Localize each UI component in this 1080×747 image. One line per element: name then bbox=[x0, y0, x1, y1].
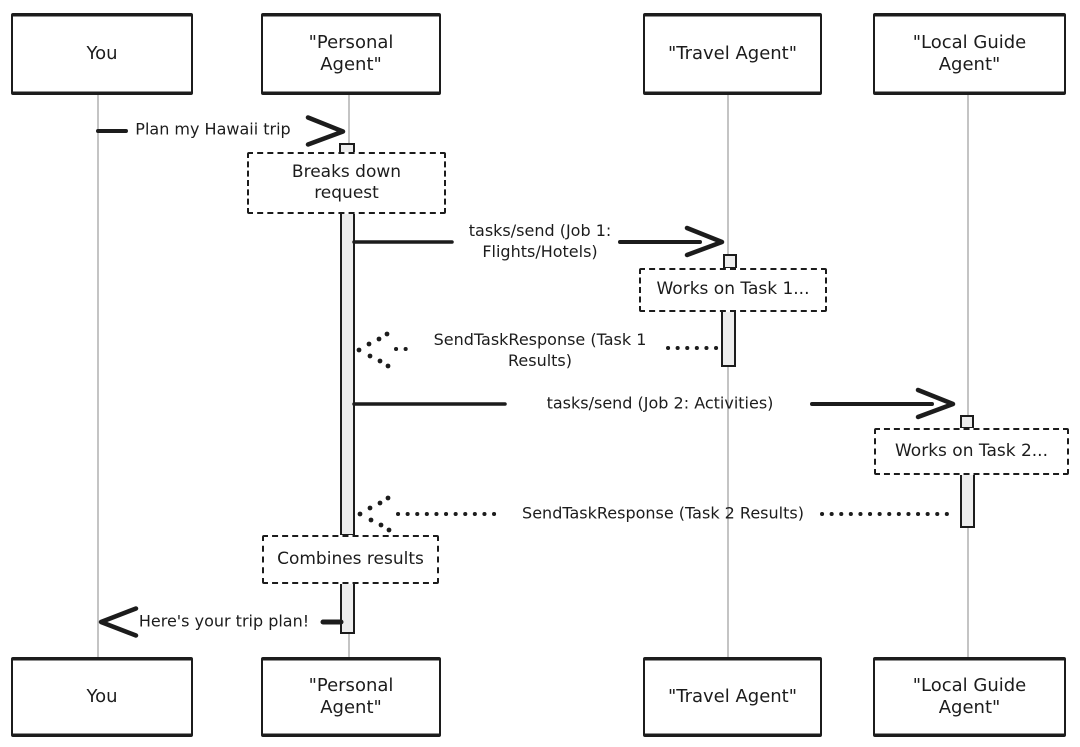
participant-travel-agent-top: "Travel Agent" bbox=[643, 13, 822, 95]
participant-label: "Personal Agent" bbox=[308, 674, 394, 719]
participant-local-guide-agent-top: "Local Guide Agent" bbox=[873, 13, 1066, 95]
participant-travel-agent-bottom: "Travel Agent" bbox=[643, 657, 822, 737]
activation-personal-final bbox=[340, 580, 355, 634]
participant-local-guide-agent-bottom: "Local Guide Agent" bbox=[873, 657, 1066, 737]
note-label: Works on Task 2... bbox=[894, 440, 1048, 461]
message-label-plan-trip: Plan my Hawaii trip bbox=[135, 119, 291, 139]
participant-label: "Travel Agent" bbox=[667, 685, 798, 707]
activation-travel-notch bbox=[723, 254, 737, 269]
participant-label: You bbox=[86, 685, 118, 707]
note-works-on-task-1: Works on Task 1... bbox=[639, 268, 827, 312]
participant-personal-agent-bottom: "Personal Agent" bbox=[261, 657, 441, 737]
message-label-tasks-send-job2: tasks/send (Job 2: Activities) bbox=[546, 393, 774, 413]
activation-local-notch bbox=[960, 415, 974, 429]
note-breaks-down-request: Breaks down request bbox=[247, 152, 446, 214]
arrow-sendtaskresponse-2 bbox=[357, 495, 392, 533]
message-label-sendtaskresponse-1: SendTaskResponse (Task 1 Results) bbox=[433, 330, 647, 370]
participant-you-top: You bbox=[11, 13, 193, 95]
note-works-on-task-2: Works on Task 2... bbox=[874, 428, 1069, 475]
participant-label: "Travel Agent" bbox=[667, 42, 798, 64]
participant-label: "Personal Agent" bbox=[308, 31, 394, 76]
participant-you-bottom: You bbox=[11, 657, 193, 737]
activation-local-bar bbox=[960, 469, 975, 528]
arrow-trip-plan bbox=[98, 606, 344, 638]
arrow-sendtaskresponse-1 bbox=[356, 331, 391, 369]
participant-label: "Local Guide Agent" bbox=[912, 31, 1027, 76]
note-label: Works on Task 1... bbox=[656, 279, 810, 300]
activation-travel-bar bbox=[721, 308, 736, 367]
participant-label: You bbox=[86, 42, 118, 64]
message-label-trip-plan: Here's your trip plan! bbox=[138, 611, 310, 631]
note-label: Combines results bbox=[277, 548, 424, 569]
arrow-tasks-send-job2 bbox=[352, 387, 956, 420]
arrow-tasks-send-job1 bbox=[352, 225, 725, 258]
activation-personal-main bbox=[340, 210, 355, 536]
note-combines-results: Combines results bbox=[262, 535, 439, 584]
message-label-tasks-send-job1: tasks/send (Job 1: Flights/Hotels) bbox=[468, 221, 612, 261]
participant-label: "Local Guide Agent" bbox=[912, 674, 1027, 719]
lifelines bbox=[97, 91, 969, 657]
arrow-plan-trip bbox=[96, 115, 346, 147]
arrow-sendtaskresponse-1-line bbox=[394, 346, 721, 351]
participant-personal-agent-top: "Personal Agent" bbox=[261, 13, 441, 95]
message-label-sendtaskresponse-2: SendTaskResponse (Task 2 Results) bbox=[522, 503, 804, 523]
note-label: Breaks down request bbox=[291, 161, 402, 203]
